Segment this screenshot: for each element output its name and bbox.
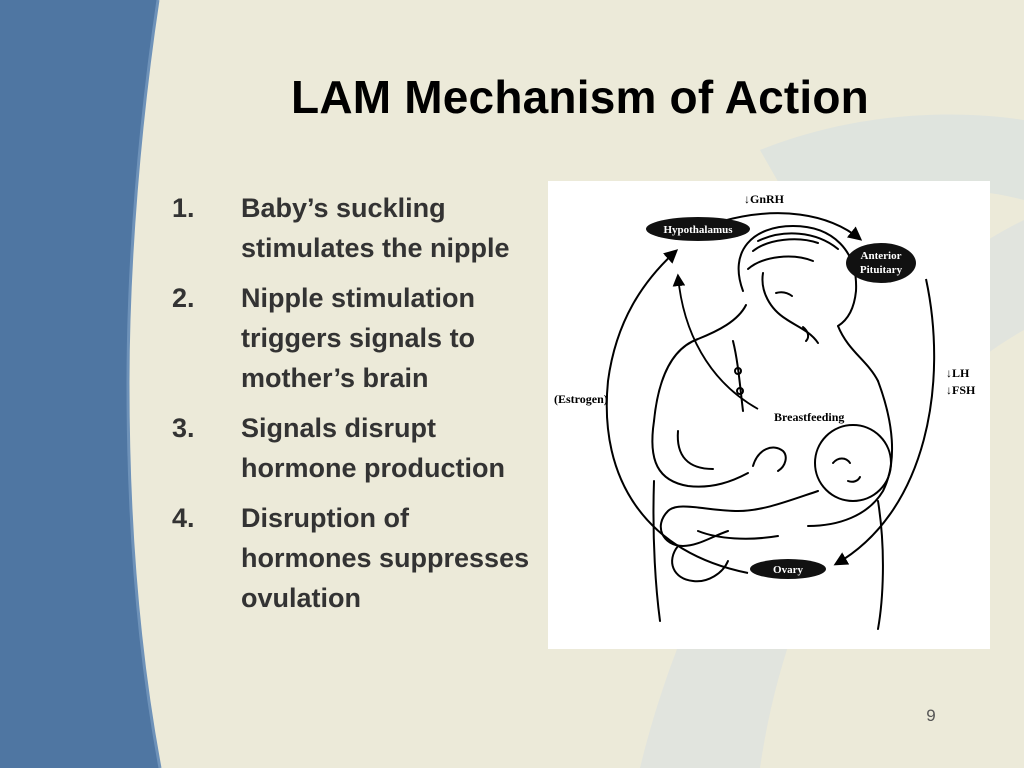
step-text: Baby’s suckling stimulates the nipple — [241, 193, 510, 263]
anterior-pituitary-pill — [846, 243, 916, 283]
list-item: 1. Baby’s suckling stimulates the nipple — [172, 188, 532, 268]
step-number: 4. — [172, 503, 195, 533]
hypothalamus-label: Hypothalamus — [663, 224, 733, 236]
steps-list: 1. Baby’s suckling stimulates the nipple… — [172, 188, 532, 628]
slide-title: LAM Mechanism of Action — [291, 71, 869, 123]
list-item: 2. Nipple stimulation triggers signals t… — [172, 278, 532, 398]
step-number: 1. — [172, 193, 195, 223]
step-number: 2. — [172, 283, 195, 313]
slide-number: 9 — [926, 706, 936, 725]
pituitary-label: Pituitary — [860, 264, 903, 276]
gnrh-label: ↓GnRH — [744, 192, 785, 206]
breastfeeding-hormone-diagram: Hypothalamus Anterior Pituitary Ovary ↓G… — [548, 181, 990, 649]
anterior-label: Anterior — [861, 250, 902, 262]
hypothalamus-pill — [646, 217, 750, 241]
step-text: Disruption of hormones suppresses ovulat… — [241, 503, 530, 613]
lh-label: ↓LH — [946, 366, 970, 380]
estrogen-label: (Estrogen) — [554, 392, 608, 406]
step-text: Signals disrupt hormone production — [241, 413, 505, 483]
step-number: 3. — [172, 413, 195, 443]
mother-and-baby-drawing — [651, 224, 893, 630]
left-blue-band — [0, 0, 160, 768]
arrow-hypothalamus-to-pituitary — [722, 212, 863, 241]
step-text: Nipple stimulation triggers signals to m… — [241, 283, 476, 393]
list-item: 4. Disruption of hormones suppresses ovu… — [172, 498, 532, 618]
fsh-label: ↓FSH — [946, 383, 976, 397]
ovary-pill — [750, 559, 826, 579]
breastfeeding-label: Breastfeeding — [774, 410, 844, 424]
arrow-pituitary-to-ovary — [833, 278, 936, 566]
left-band-highlight — [126, 0, 162, 768]
list-item: 3. Signals disrupt hormone production — [172, 408, 532, 488]
ovary-label: Ovary — [773, 564, 803, 576]
